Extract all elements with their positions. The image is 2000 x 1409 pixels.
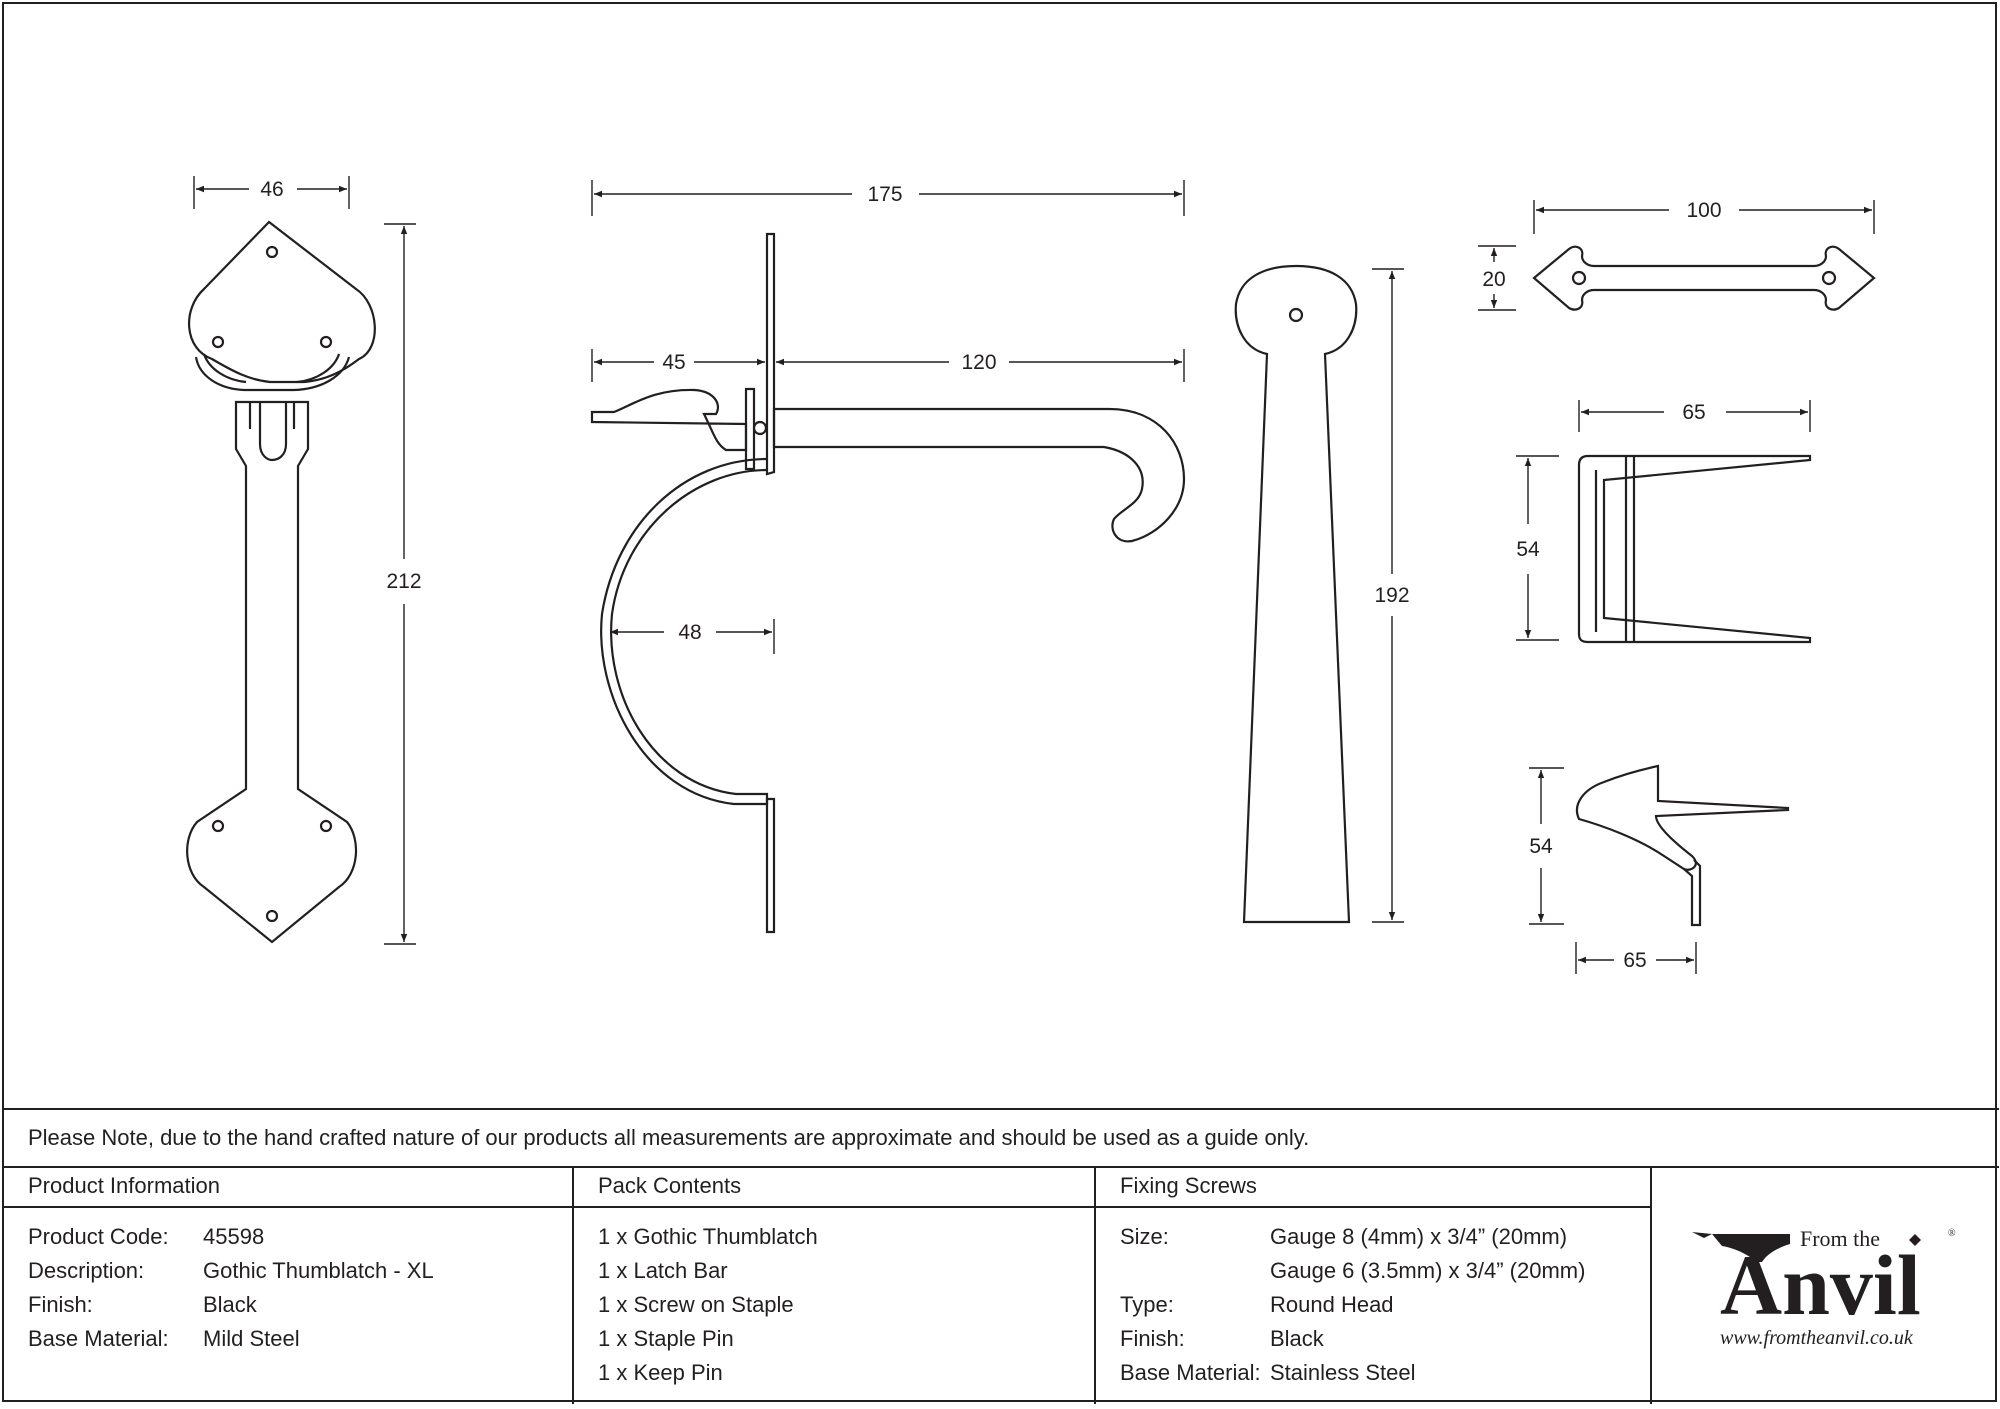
row-label: Finish: bbox=[1120, 1326, 1185, 1351]
row-label: Finish: bbox=[28, 1292, 93, 1317]
logo-from-the: From the bbox=[1800, 1226, 1880, 1251]
handle-dimensions bbox=[193, 176, 416, 945]
row-value: Gauge 8 (4mm) x 3/4” (20mm) bbox=[1270, 1224, 1568, 1249]
dim-latch-left: 45 bbox=[662, 351, 685, 374]
keep-plate bbox=[1234, 264, 1358, 924]
pack-contents-panel: Pack Contents 1 x Gothic Thumblatch 1 x … bbox=[574, 1166, 1096, 1404]
row-value: Black bbox=[203, 1292, 257, 1317]
row-label: Base Material: bbox=[1120, 1360, 1261, 1385]
product-info-heading: Product Information bbox=[4, 1166, 572, 1208]
row-label: Product Code: bbox=[28, 1224, 169, 1249]
handle-slot bbox=[258, 402, 288, 462]
product-info-row: Finish: Black bbox=[4, 1288, 572, 1322]
pack-item: 1 x Latch Bar bbox=[574, 1254, 1094, 1288]
handle-cusp bbox=[194, 356, 351, 392]
latch-backplate bbox=[765, 232, 776, 476]
row-value: Mild Steel bbox=[203, 1326, 300, 1351]
staple-plate bbox=[1532, 245, 1876, 311]
keeper-dimensions bbox=[1516, 400, 1811, 641]
latch-grip bbox=[600, 457, 769, 806]
row-label: Size: bbox=[1120, 1224, 1169, 1249]
pack-item: 1 x Gothic Thumblatch bbox=[574, 1220, 1094, 1254]
latch-thumb-lever bbox=[590, 388, 748, 452]
diamond-icon bbox=[1909, 1234, 1921, 1246]
pack-item-label: 1 x Keep Pin bbox=[598, 1360, 723, 1385]
technical-drawing: 46 212 bbox=[186, 176, 1876, 974]
pack-item-label: 1 x Gothic Thumblatch bbox=[598, 1224, 818, 1249]
dim-latch-overall: 175 bbox=[867, 183, 902, 206]
product-info-row: Product Code: 45598 bbox=[4, 1220, 572, 1254]
row-value: Gothic Thumblatch - XL bbox=[203, 1258, 434, 1283]
dim-keep-height: 192 bbox=[1374, 584, 1409, 607]
row-value: Gauge 6 (3.5mm) x 3/4” (20mm) bbox=[1270, 1258, 1586, 1283]
row-label: Description: bbox=[28, 1258, 145, 1283]
logo-registered: ® bbox=[1948, 1228, 1956, 1239]
row-label: Type: bbox=[1120, 1292, 1174, 1317]
staple-drawing bbox=[1532, 245, 1876, 311]
pack-item-label: 1 x Screw on Staple bbox=[598, 1292, 794, 1317]
pack-item-label: 1 x Latch Bar bbox=[598, 1258, 728, 1283]
latch-bar bbox=[772, 407, 1186, 543]
anvil-logo: From the ® Anvil www.fromtheanvil.co.uk bbox=[1692, 1226, 1956, 1349]
keeper-drawing bbox=[1577, 454, 1812, 644]
product-info-row: Description: Gothic Thumblatch - XL bbox=[4, 1254, 572, 1288]
row-label bbox=[1096, 1254, 1270, 1288]
fixing-row: Base Material: Stainless Steel bbox=[1096, 1356, 1650, 1390]
keep-pin-body bbox=[1576, 764, 1790, 871]
handle-bar bbox=[186, 400, 358, 944]
brand-logo: From the ® Anvil www.fromtheanvil.co.uk bbox=[1652, 1166, 1999, 1404]
dim-staple-width: 100 bbox=[1686, 199, 1721, 222]
dim-keeper-height: 54 bbox=[1516, 538, 1540, 561]
handle-drawing bbox=[186, 220, 376, 944]
row-value: Black bbox=[1270, 1326, 1324, 1351]
fixing-row: Finish: Black bbox=[1096, 1322, 1650, 1356]
logo-brand: Anvil bbox=[1720, 1237, 1921, 1333]
keep-dimensions bbox=[1372, 268, 1404, 923]
dim-pin-height: 54 bbox=[1529, 835, 1553, 858]
dim-handle-height: 212 bbox=[386, 570, 421, 593]
fixing-row: Size: Gauge 8 (4mm) x 3/4” (20mm) bbox=[1096, 1220, 1650, 1254]
measurement-note: Please Note, due to the hand crafted nat… bbox=[4, 1108, 1999, 1168]
pack-item-label: 1 x Staple Pin bbox=[598, 1326, 734, 1351]
anvil-icon bbox=[1712, 1234, 1790, 1262]
product-info-panel: Product Information Product Code: 45598 … bbox=[4, 1166, 574, 1404]
fixing-screws-panel: Fixing Screws Size: Gauge 8 (4mm) x 3/4”… bbox=[1096, 1166, 1652, 1404]
pack-item: 1 x Keep Pin bbox=[574, 1356, 1094, 1390]
keep-drawing bbox=[1234, 264, 1358, 924]
dim-pin-width: 65 bbox=[1623, 949, 1646, 972]
staple-dimensions bbox=[1478, 200, 1875, 311]
dim-handle-width: 46 bbox=[260, 178, 283, 201]
row-label: Base Material: bbox=[28, 1326, 169, 1351]
row-value: Stainless Steel bbox=[1270, 1360, 1416, 1385]
fixing-screws-heading: Fixing Screws bbox=[1096, 1166, 1650, 1208]
latch-dimensions bbox=[591, 180, 1185, 654]
fixing-row: Gauge 6 (3.5mm) x 3/4” (20mm) bbox=[1096, 1254, 1650, 1288]
dim-latch-right: 120 bbox=[961, 351, 996, 374]
keep-pin-dimensions bbox=[1529, 767, 1697, 974]
pack-item: 1 x Staple Pin bbox=[574, 1322, 1094, 1356]
latch-drawing bbox=[590, 232, 1186, 934]
dim-keeper-width: 65 bbox=[1682, 401, 1705, 424]
fixing-row: Type: Round Head bbox=[1096, 1288, 1650, 1322]
dim-staple-height: 20 bbox=[1482, 268, 1505, 291]
logo-url: www.fromtheanvil.co.uk bbox=[1720, 1327, 1914, 1349]
handle-top-leaf bbox=[188, 220, 376, 384]
keeper-body bbox=[1577, 454, 1812, 644]
pack-contents-heading: Pack Contents bbox=[574, 1166, 1094, 1208]
pack-item: 1 x Screw on Staple bbox=[574, 1288, 1094, 1322]
dim-latch-grip: 48 bbox=[678, 621, 701, 644]
row-value: 45598 bbox=[203, 1224, 265, 1249]
keep-pin-drawing bbox=[1576, 764, 1790, 927]
product-info-row: Base Material: Mild Steel bbox=[4, 1322, 572, 1356]
row-value: Round Head bbox=[1270, 1292, 1394, 1317]
